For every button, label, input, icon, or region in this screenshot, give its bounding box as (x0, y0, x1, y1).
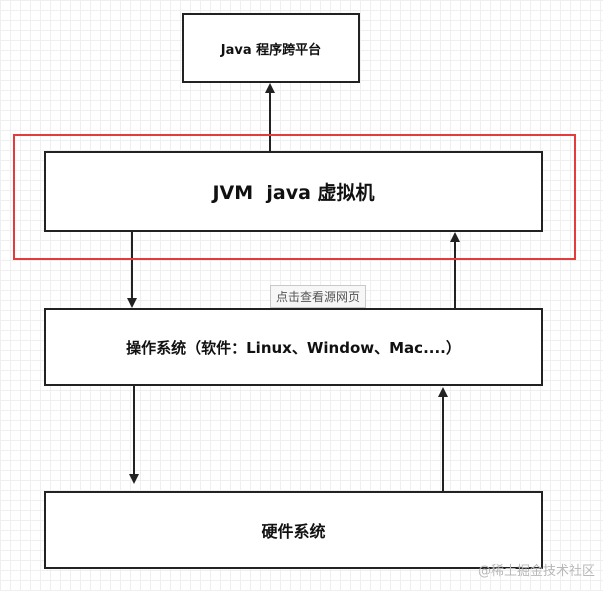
node-hardware-label: 硬件系统 (261, 522, 326, 541)
jvm-highlight-frame (13, 134, 576, 260)
view-source-tooltip[interactable]: 点击查看源网页 (270, 285, 367, 308)
node-java-platform: Java 程序跨平台 (182, 13, 360, 83)
watermark-text: @稀土掘金技术社区 (477, 564, 595, 579)
node-jvm-label: JVM java 虚拟机 (212, 182, 375, 204)
node-operating-system: 操作系统（软件：Linux、Window、Mac....） (44, 308, 543, 386)
node-java-platform-label: Java 程序跨平台 (220, 42, 322, 58)
node-jvm: JVM java 虚拟机 (44, 151, 543, 232)
node-hardware: 硬件系统 (44, 491, 543, 569)
node-operating-system-label: 操作系统（软件：Linux、Window、Mac....） (126, 338, 461, 357)
